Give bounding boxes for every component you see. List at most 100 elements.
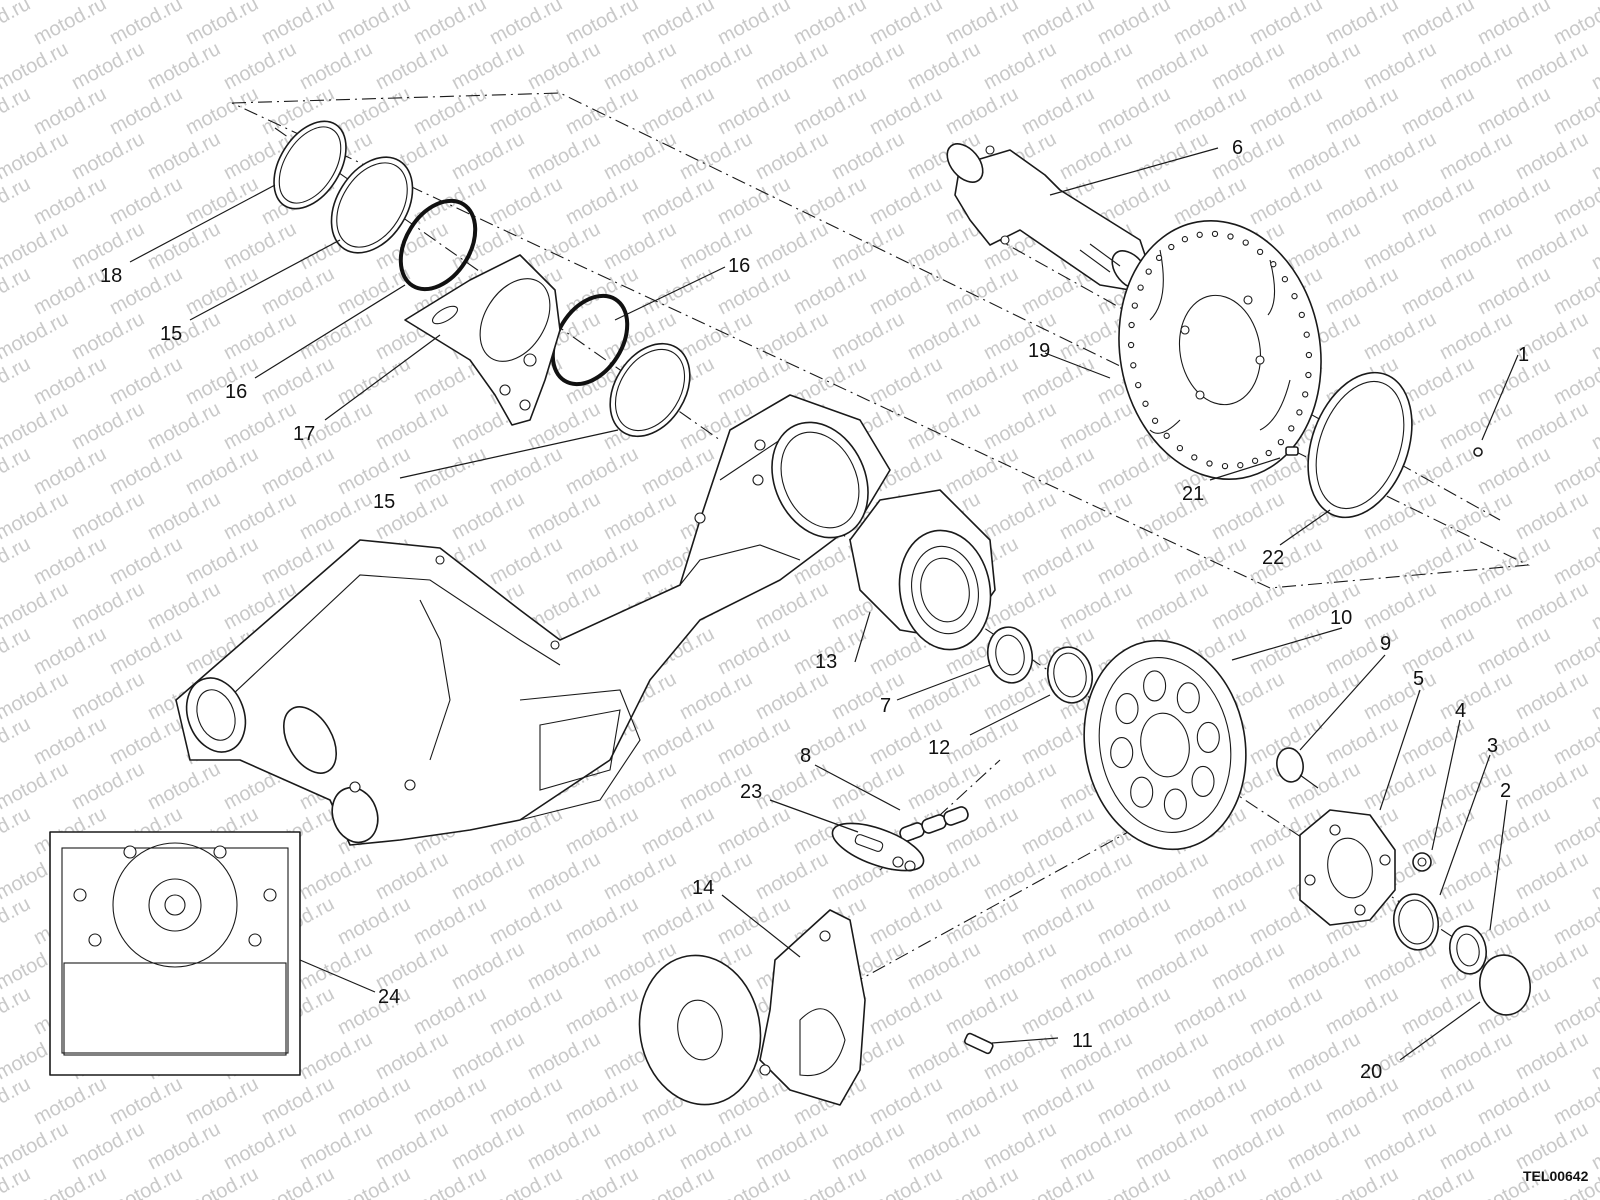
watermark-text: motod.ru xyxy=(1512,128,1592,184)
callout-17: 17 xyxy=(293,423,315,445)
watermark-text: motod.ru xyxy=(752,218,832,274)
watermark-text: motod.ru xyxy=(1474,1073,1554,1129)
watermark-text: motod.ru xyxy=(486,173,566,229)
watermark-text: motod.ru xyxy=(182,1073,262,1129)
watermark-text: motod.ru xyxy=(904,218,984,274)
watermark-text: motod.ru xyxy=(30,173,110,229)
watermark-text: motod.ru xyxy=(1132,38,1212,94)
watermark-text: motod.ru xyxy=(1094,983,1174,1039)
callout-14: 14 xyxy=(692,877,714,899)
watermark-text: motod.ru xyxy=(1132,848,1212,904)
watermark-text: motod.ru xyxy=(486,0,566,49)
watermark-text: motod.ru xyxy=(1246,83,1326,139)
watermark-text: motod.ru xyxy=(714,83,794,139)
watermark-text: motod.ru xyxy=(828,128,908,184)
watermark-text: motod.ru xyxy=(942,1073,1022,1129)
watermark-text: motod.ru xyxy=(1094,83,1174,139)
watermark-text: motod.ru xyxy=(904,668,984,724)
watermark-text: motod.ru xyxy=(106,713,186,769)
watermark-text: motod.ru xyxy=(1246,983,1326,1039)
callout-22: 22 xyxy=(1262,547,1284,569)
watermark-text: motod.ru xyxy=(752,1118,832,1174)
part-16-seal-upper xyxy=(398,198,478,292)
disc-hole xyxy=(1128,321,1135,329)
watermark-text: motod.ru xyxy=(524,1028,604,1084)
watermark-text: motod.ru xyxy=(1360,758,1440,814)
watermark-text: motod.ru xyxy=(334,1073,414,1129)
watermark-text: motod.ru xyxy=(904,1118,984,1174)
watermark-text: motod.ru xyxy=(448,848,528,904)
watermark-text: motod.ru xyxy=(1588,128,1600,184)
watermark-text: motod.ru xyxy=(1588,1028,1600,1084)
watermark-text: motod.ru xyxy=(0,1118,72,1174)
watermark-text: motod.ru xyxy=(828,758,908,814)
watermark-text: motod.ru xyxy=(1208,128,1288,184)
watermark-text: motod.ru xyxy=(106,443,186,499)
disc-hole xyxy=(1305,351,1313,359)
watermark-text: motod.ru xyxy=(942,983,1022,1039)
watermark-text: motod.ru xyxy=(68,1118,148,1174)
watermark-text: motod.ru xyxy=(980,1118,1060,1174)
watermark-text: motod.ru xyxy=(638,893,718,949)
watermark-text: motod.ru xyxy=(904,308,984,364)
watermark-text: motod.ru xyxy=(1246,1163,1326,1200)
disc-hole xyxy=(1196,231,1203,238)
disc-hole xyxy=(1181,236,1189,243)
watermark-text: motod.ru xyxy=(866,983,946,1039)
watermark-text: motod.ru xyxy=(1588,578,1600,634)
disc-hole xyxy=(1135,381,1142,389)
callout-11: 11 xyxy=(1072,1030,1093,1052)
watermark-text: motod.ru xyxy=(524,128,604,184)
watermark-text: motod.ru xyxy=(1284,218,1364,274)
watermark-text: motod.ru xyxy=(676,1118,756,1174)
watermark-text: motod.ru xyxy=(486,533,566,589)
watermark-text: motod.ru xyxy=(1436,398,1516,454)
sprocket-hole xyxy=(1176,682,1200,714)
watermark-text: motod.ru xyxy=(942,893,1022,949)
callout-19: 19 xyxy=(1028,340,1050,362)
watermark-text: motod.ru xyxy=(638,803,718,859)
watermark-text: motod.ru xyxy=(1208,1118,1288,1174)
disc-hole xyxy=(1221,462,1229,470)
watermark-text: motod.ru xyxy=(144,218,224,274)
watermark-text: motod.ru xyxy=(1132,1118,1212,1174)
watermark-text: motod.ru xyxy=(258,353,338,409)
watermark-text: motod.ru xyxy=(30,0,110,49)
watermark-text: motod.ru xyxy=(372,848,452,904)
disc-hole xyxy=(1265,449,1272,457)
watermark-text: motod.ru xyxy=(1056,1118,1136,1174)
watermark-text: motod.ru xyxy=(1018,83,1098,139)
watermark-text: motod.ru xyxy=(30,533,110,589)
watermark-text: motod.ru xyxy=(410,0,490,49)
watermark-text: motod.ru xyxy=(904,398,984,454)
watermark-text: motod.ru xyxy=(638,173,718,229)
disc-hole xyxy=(1251,457,1259,464)
watermark-text: motod.ru xyxy=(1170,893,1250,949)
watermark-text: motod.ru xyxy=(866,1073,946,1129)
watermark-text: motod.ru xyxy=(486,83,566,139)
watermark-text: motod.ru xyxy=(1474,893,1554,949)
watermark-text: motod.ru xyxy=(752,758,832,814)
watermark-text: motod.ru xyxy=(410,983,490,1039)
watermark-text: motod.ru xyxy=(334,353,414,409)
part-12-ring xyxy=(1046,646,1094,704)
watermark-text: motod.ru xyxy=(144,308,224,364)
watermark-text: motod.ru xyxy=(296,308,376,364)
part-24-inset-view xyxy=(49,831,301,1076)
watermark-text: motod.ru xyxy=(410,1163,490,1200)
callout-7: 7 xyxy=(880,695,891,717)
watermark-text: motod.ru xyxy=(524,488,604,544)
part-2-ring-nut xyxy=(1448,925,1488,975)
part-20-circlip xyxy=(1479,954,1531,1016)
disc-hole xyxy=(1168,243,1175,251)
watermark-text: motod.ru xyxy=(1398,173,1478,229)
watermark-text: motod.ru xyxy=(1094,893,1174,949)
watermark-text: motod.ru xyxy=(524,218,604,274)
watermark-text: motod.ru xyxy=(980,848,1060,904)
watermark-text: motod.ru xyxy=(106,623,186,679)
watermark-text: motod.ru xyxy=(448,128,528,184)
callout-3: 3 xyxy=(1487,735,1498,757)
watermark-text: motod.ru xyxy=(1322,983,1402,1039)
watermark-text: motod.ru xyxy=(220,398,300,454)
